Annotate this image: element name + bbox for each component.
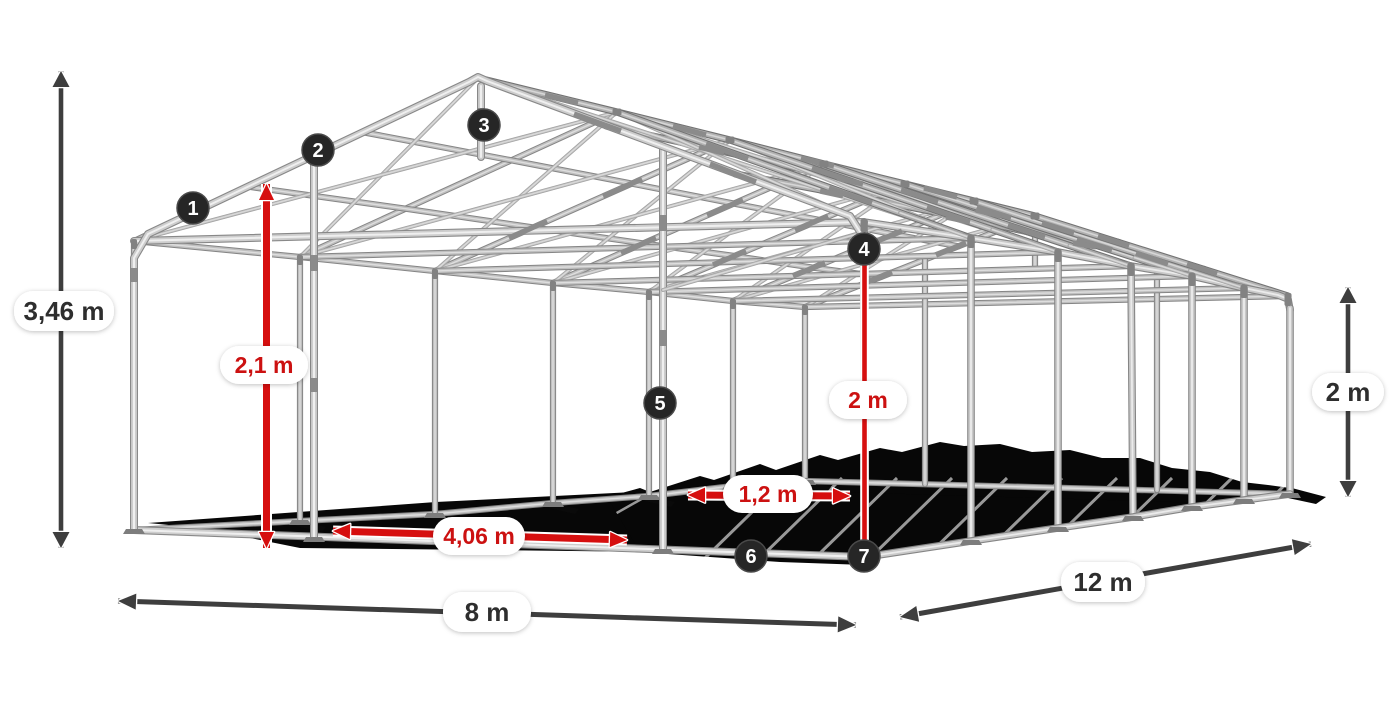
svg-text:4: 4 [858, 239, 870, 261]
svg-text:4,06 m: 4,06 m [443, 523, 515, 549]
svg-text:1,2 m: 1,2 m [739, 481, 798, 507]
svg-text:2,1 m: 2,1 m [235, 352, 294, 378]
svg-text:7: 7 [858, 546, 869, 568]
svg-text:12 m: 12 m [1073, 567, 1132, 597]
svg-text:8 m: 8 m [465, 597, 510, 627]
svg-text:5: 5 [654, 393, 665, 415]
svg-text:3: 3 [478, 115, 489, 137]
svg-text:2: 2 [312, 140, 323, 162]
svg-text:6: 6 [745, 546, 756, 568]
svg-text:3,46 m: 3,46 m [24, 296, 105, 326]
svg-text:2 m: 2 m [848, 387, 888, 413]
svg-text:1: 1 [187, 198, 198, 220]
svg-text:2 m: 2 m [1326, 377, 1371, 407]
